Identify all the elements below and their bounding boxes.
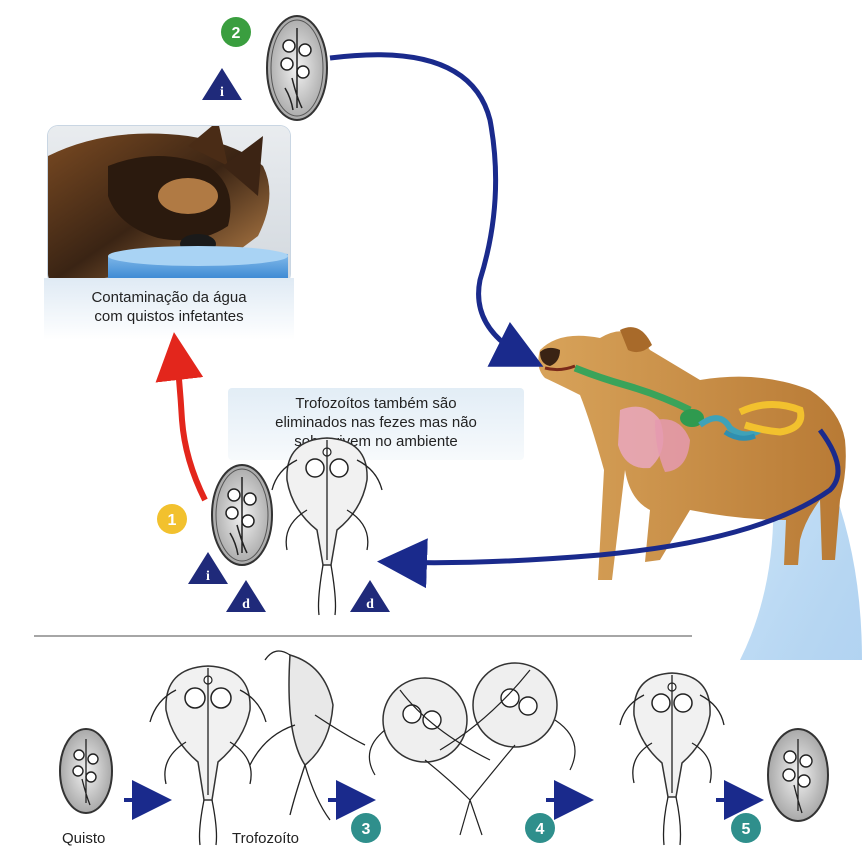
giardia-trophozoite-icon xyxy=(620,673,724,845)
step-badge-5-label: 5 xyxy=(742,821,751,838)
stage-label-quisto: Quisto xyxy=(62,830,105,847)
step-badge-4-label: 4 xyxy=(536,821,545,838)
svg-text:i: i xyxy=(220,85,224,100)
giardia-dividing-trophozoite-icon xyxy=(369,663,575,835)
infective-stage-marker: i xyxy=(202,68,242,100)
step-badge-3-label: 3 xyxy=(362,821,371,838)
step-badge-2-label: 2 xyxy=(232,25,241,42)
giardia-cyst-icon xyxy=(768,729,828,821)
giardia-cyst-icon xyxy=(60,729,112,813)
stage-label-trofozoito: Trofozoíto xyxy=(232,830,299,847)
contamination-arrow xyxy=(176,350,205,500)
giardia-trophozoite-side-icon xyxy=(250,651,365,820)
giardia-cyst-icon xyxy=(212,465,272,565)
diagnostic-stage-marker: d xyxy=(350,580,390,612)
infective-stage-marker: i xyxy=(188,552,228,584)
svg-text:d: d xyxy=(366,597,374,612)
ingestion-arrow xyxy=(330,55,530,360)
giardia-trophozoite-icon xyxy=(150,666,266,845)
giardia-cyst-icon xyxy=(267,16,327,120)
svg-text:d: d xyxy=(242,597,250,612)
step-badge-1-label: 1 xyxy=(168,512,177,529)
diagnostic-stage-marker: d xyxy=(226,580,266,612)
svg-text:i: i xyxy=(206,569,210,584)
